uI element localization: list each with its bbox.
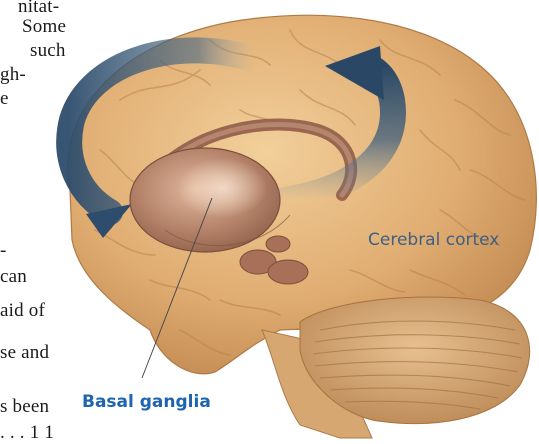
label-cerebral-cortex: Cerebral cortex [368,230,499,250]
label-basal-ganglia: Basal ganglia [82,392,211,412]
